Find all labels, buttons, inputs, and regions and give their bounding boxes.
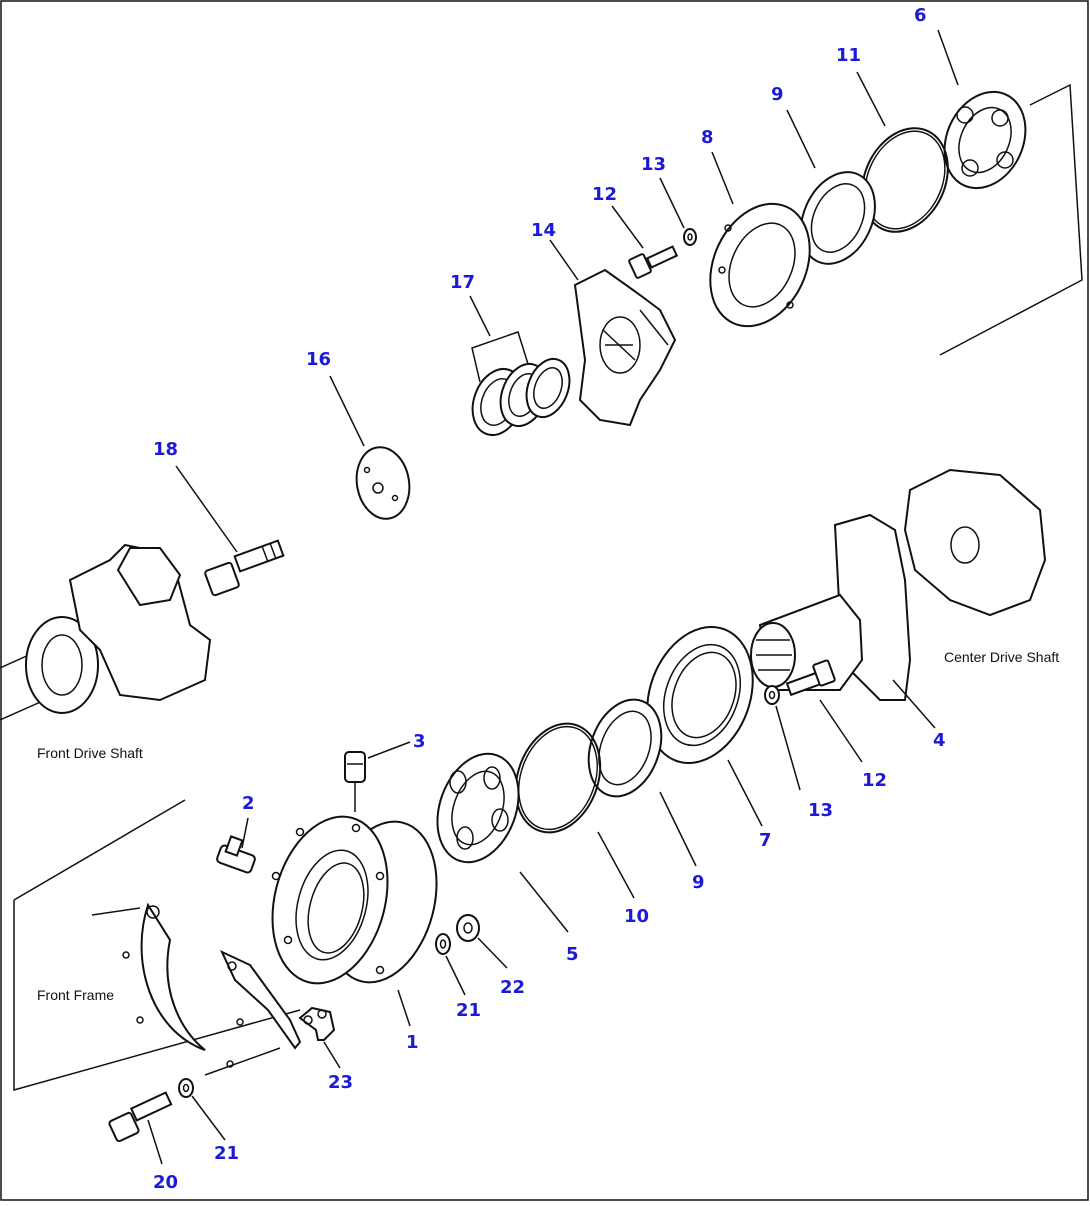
front-drive-shaft — [25, 543, 212, 714]
callout-16: 16 — [306, 349, 331, 370]
callout-2: 2 — [242, 793, 255, 814]
callout-9-bottom: 9 — [692, 872, 705, 893]
callout-13-top: 13 — [641, 154, 666, 175]
frame-context-lines — [0, 83, 1083, 1091]
callout-5: 5 — [566, 944, 579, 965]
callout-14: 14 — [531, 220, 556, 241]
part-10-o-ring — [514, 722, 602, 834]
part-21-washer-upper — [435, 933, 451, 955]
label-center-drive-shaft: Center Drive Shaft — [944, 649, 1059, 665]
callout-21-upper: 21 — [456, 1000, 481, 1021]
leader-lines — [147, 29, 959, 1165]
callout-7: 7 — [759, 830, 772, 851]
label-front-drive-shaft: Front Drive Shaft — [37, 745, 143, 761]
part-1-housing — [271, 815, 438, 985]
callout-8: 8 — [701, 127, 714, 148]
part-16-plate — [355, 446, 411, 520]
part-23-bracket — [298, 1006, 336, 1041]
part-21-washer-lower — [178, 1078, 194, 1098]
callout-3: 3 — [413, 731, 426, 752]
part-20-bolt — [108, 1091, 173, 1143]
part-4-drive-shaft-assembly — [750, 468, 1047, 701]
callout-17: 17 — [450, 272, 475, 293]
callout-12-top: 12 — [592, 184, 617, 205]
callout-6: 6 — [914, 5, 927, 26]
callout-11: 11 — [836, 45, 861, 66]
part-8-cover — [709, 202, 811, 328]
callout-20: 20 — [153, 1172, 178, 1193]
part-12-bolt-bottom — [785, 659, 836, 697]
part-14-yoke — [573, 268, 677, 427]
part-3-grease-fitting — [344, 751, 366, 812]
front-frame-pieces — [91, 902, 302, 1068]
callout-4: 4 — [933, 730, 946, 751]
part-6-bearing — [943, 90, 1027, 190]
part-5-roller-bearing — [436, 752, 520, 864]
callout-21-lower: 21 — [214, 1143, 239, 1164]
part-17-shims — [471, 331, 571, 436]
callout-1: 1 — [406, 1032, 419, 1053]
callout-22: 22 — [500, 977, 525, 998]
part-18-bolt — [204, 539, 285, 597]
label-front-frame: Front Frame — [37, 987, 114, 1003]
callout-18: 18 — [153, 439, 178, 460]
callout-10: 10 — [624, 906, 649, 927]
callout-9-top: 9 — [771, 84, 784, 105]
callout-13-bottom: 13 — [808, 800, 833, 821]
part-2-elbow-fitting — [216, 835, 256, 874]
part-11-o-ring — [861, 127, 949, 233]
callout-23: 23 — [328, 1072, 353, 1093]
part-13-washer-bottom — [764, 685, 780, 705]
part-12-bolt-top — [628, 245, 679, 279]
part-22-nut — [456, 914, 480, 942]
part-9-bearing-bottom — [587, 698, 663, 798]
callout-12-bottom: 12 — [862, 770, 887, 791]
part-9-bearing-race-top — [800, 171, 876, 265]
part-7-cage — [646, 626, 754, 764]
part-13-washer-top — [683, 228, 697, 246]
